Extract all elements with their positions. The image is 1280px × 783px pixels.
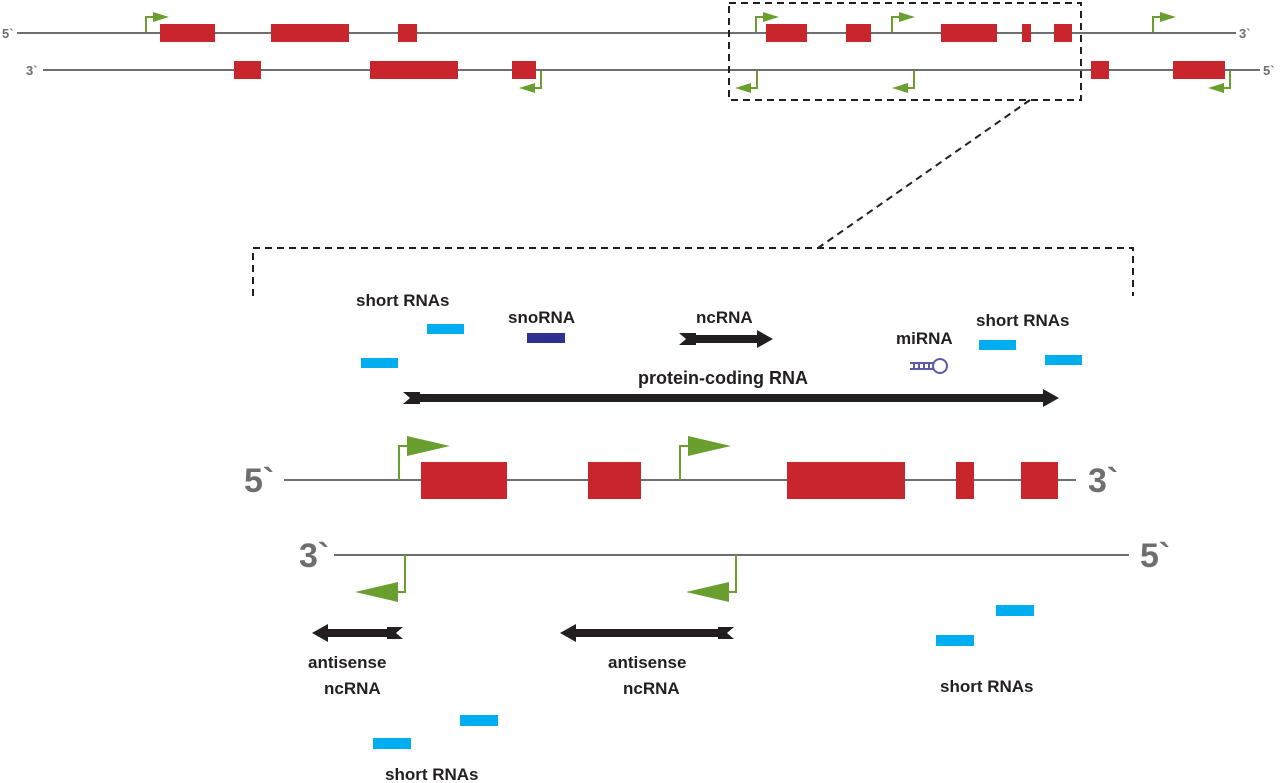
- detail-bottom-strand: 3` 5`: [299, 537, 1170, 602]
- detail-bottom-5-label: 5`: [1140, 537, 1170, 575]
- short-rnas-label-top-left: short RNAs: [356, 291, 450, 310]
- short-rna-bar: [460, 715, 498, 726]
- overview-top-strand: 5` 3`: [2, 12, 1251, 42]
- exon: [1054, 24, 1072, 42]
- snorna-bar: [527, 333, 565, 343]
- snorna-label: snoRNA: [508, 308, 575, 327]
- mirna-hairpin-icon: [910, 358, 948, 374]
- detail-top-strand: 5` 3`: [244, 436, 1118, 500]
- exon: [846, 24, 871, 42]
- antisense-left-label-1: antisense: [308, 653, 386, 672]
- promoter-arrows-reverse: [533, 71, 1231, 89]
- promoter-arrows-forward: [145, 16, 1161, 32]
- promoter-heads-reverse: [519, 83, 1224, 93]
- short-rnas-label-bottom-right: short RNAs: [940, 677, 1034, 696]
- exon: [398, 24, 417, 42]
- detail-bottom-3-label: 3`: [299, 537, 329, 575]
- ncrna-label: ncRNA: [696, 308, 753, 327]
- promoter-arrow-icon: [519, 83, 535, 93]
- antisense-left-label-2: ncRNA: [324, 679, 381, 698]
- short-rna-bar: [427, 324, 464, 334]
- antisense-arrow-icon: [312, 624, 403, 642]
- exon: [271, 24, 349, 42]
- antisense-arrow-mid: [560, 624, 734, 642]
- exon: [512, 61, 536, 79]
- short-rna-bar: [979, 340, 1016, 350]
- protein-coding-arrow-icon: [403, 389, 1059, 407]
- antisense-arrow-left: [312, 624, 403, 642]
- exon: [588, 462, 641, 499]
- promoter-arrow-icon: [686, 582, 729, 602]
- promoter-heads-forward: [153, 12, 1176, 22]
- zoom-bracket: [252, 247, 1134, 296]
- detail-promoters-forward: [398, 445, 690, 480]
- exon: [787, 462, 905, 499]
- detail-promoters-reverse: [395, 555, 737, 593]
- ncrna-arrow-icon: [679, 330, 773, 348]
- short-rna-bar: [936, 635, 974, 646]
- overview-bottom-strand: 3` 5`: [26, 61, 1275, 93]
- promoter-arrow-icon: [1160, 12, 1176, 22]
- exon: [160, 24, 215, 42]
- antisense-mid-label-2: ncRNA: [623, 679, 680, 698]
- zoom-region: [252, 2, 1134, 296]
- promoter-arrow-icon: [735, 83, 751, 93]
- protein-coding-label: protein-coding RNA: [638, 368, 808, 388]
- zoom-connector: [817, 99, 1031, 249]
- exon: [941, 24, 997, 42]
- promoter-arrow-icon: [892, 83, 908, 93]
- zoom-box: [728, 2, 1082, 101]
- exon: [370, 61, 458, 79]
- short-rna-bar: [996, 605, 1034, 616]
- short-rna-bar: [361, 358, 398, 368]
- promoter-arrow-icon: [1208, 83, 1224, 93]
- protein-coding-arrow: [403, 389, 1059, 407]
- overview-bottom-5-label: 5`: [1263, 63, 1275, 78]
- promoter-arrow-icon: [407, 436, 450, 456]
- exon: [956, 462, 974, 499]
- promoter-arrow-icon: [355, 582, 398, 602]
- short-rnas-label-top-right: short RNAs: [976, 311, 1070, 330]
- exon: [1022, 24, 1031, 42]
- detail-top-3-label: 3`: [1088, 462, 1118, 500]
- exon: [1173, 61, 1225, 79]
- promoter-arrow-icon: [688, 436, 731, 456]
- short-rna-bar: [373, 738, 411, 749]
- mirna-label: miRNA: [896, 329, 953, 348]
- exon: [1091, 61, 1109, 79]
- exon: [421, 462, 507, 499]
- detail-top-5-label: 5`: [244, 462, 274, 500]
- exon: [766, 24, 807, 42]
- ncrna-arrow: [679, 330, 773, 348]
- overview-top-3-label: 3`: [1239, 26, 1251, 41]
- antisense-mid-label-1: antisense: [608, 653, 686, 672]
- short-rnas-label-bottom-left: short RNAs: [385, 765, 479, 783]
- promoter-arrow-icon: [153, 12, 169, 22]
- overview-bottom-3-label: 3`: [26, 63, 38, 78]
- promoter-arrow-icon: [763, 12, 779, 22]
- antisense-arrow-icon: [560, 624, 734, 642]
- short-rna-bar: [1045, 355, 1082, 365]
- overview-top-5-label: 5`: [2, 26, 14, 41]
- exon: [1021, 462, 1058, 499]
- promoter-arrow-icon: [899, 12, 915, 22]
- exon: [234, 61, 261, 79]
